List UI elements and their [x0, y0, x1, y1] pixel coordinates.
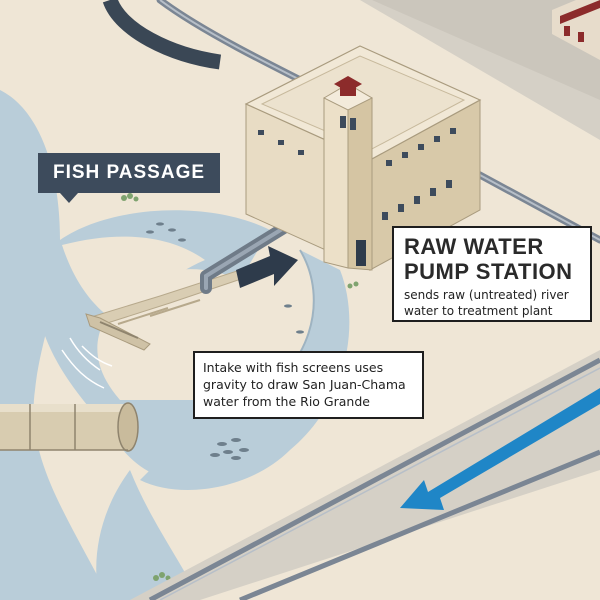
lower-channel: [96, 470, 200, 600]
intake-flow-arrow: [236, 246, 298, 288]
canal-flow-arrow: [400, 388, 600, 510]
pump-station-title-line1: RAW WATER: [404, 234, 544, 259]
culvert-pipe: [0, 402, 139, 452]
pump-station-description: sends raw (untreated) river water to tre…: [404, 288, 569, 318]
fish-passage-label: FISH PASSAGE: [38, 153, 220, 193]
river-water: [0, 90, 110, 600]
outflow-channel: [140, 250, 350, 490]
distant-building: [552, 0, 600, 60]
pump-station-callout: RAW WATER PUMP STATION sends raw (untrea…: [392, 226, 592, 322]
return-channel: [102, 0, 222, 70]
fish-school: [146, 222, 304, 460]
sand-island: [62, 236, 205, 330]
lower-canal: [130, 350, 600, 600]
fish-passage-label-pointer: [60, 193, 78, 203]
intake-callout: Intake with fish screens uses gravity to…: [193, 351, 424, 419]
pump-station-title-line2: PUMP STATION: [404, 259, 573, 284]
road-lane: [372, 0, 600, 100]
